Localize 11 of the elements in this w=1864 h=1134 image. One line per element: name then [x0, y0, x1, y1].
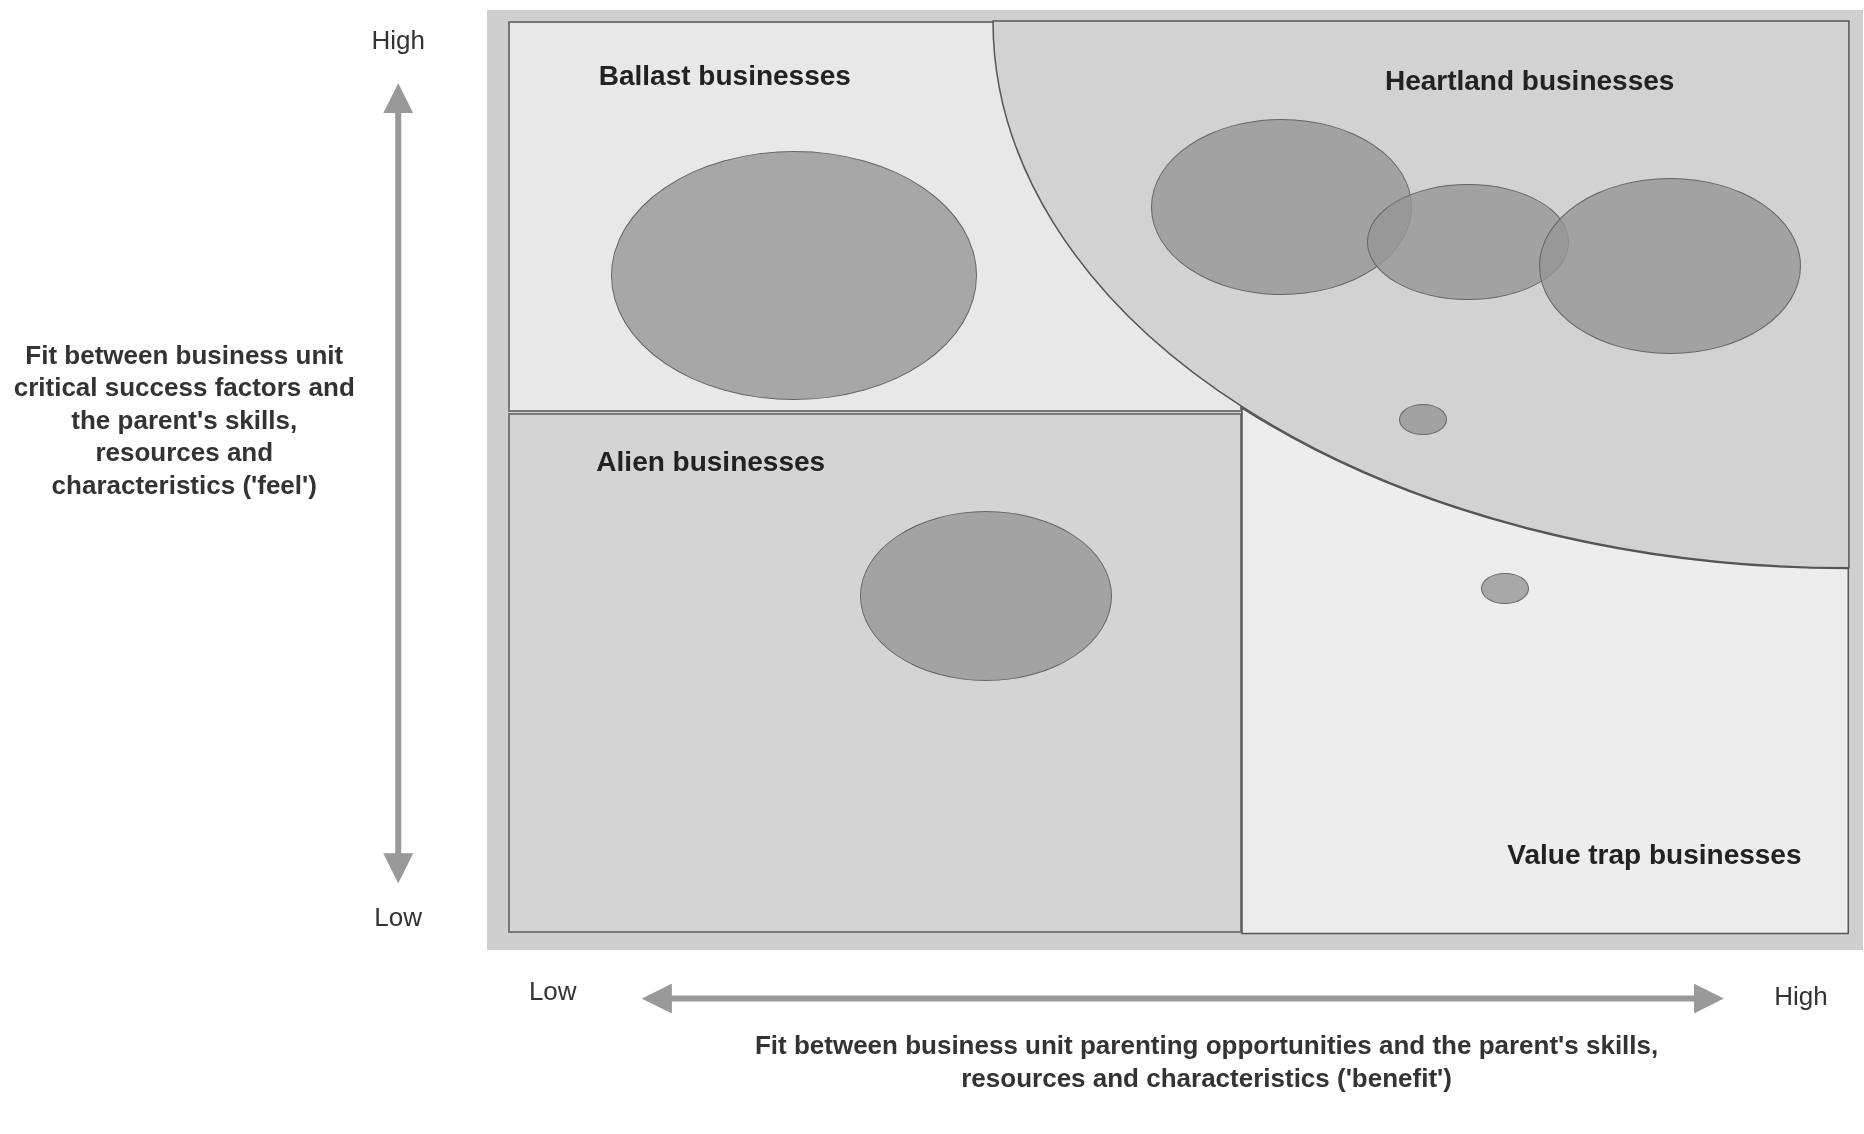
- axis-tick-label: Low: [373, 901, 424, 934]
- region-label: Alien businesses: [596, 445, 827, 480]
- quadrant-region: [507, 412, 1243, 934]
- axis-title: Fit between business unit critical success factors and the parent's skills, resources and characteristics ('feel'): [12, 338, 356, 502]
- region-label: Ballast businesses: [598, 59, 852, 94]
- axis-title: Fit between business unit parenting opportunities and the parent's skills, resources and characteristics ('benefit'): [753, 1029, 1660, 1095]
- region-label: Heartland businesses: [1384, 64, 1676, 99]
- axis-tick-label: High: [370, 23, 426, 57]
- region-label: Value trap businesses: [1507, 838, 1803, 873]
- axis-tick-label: High: [1773, 979, 1829, 1013]
- axis-tick-label: Low: [527, 974, 578, 1008]
